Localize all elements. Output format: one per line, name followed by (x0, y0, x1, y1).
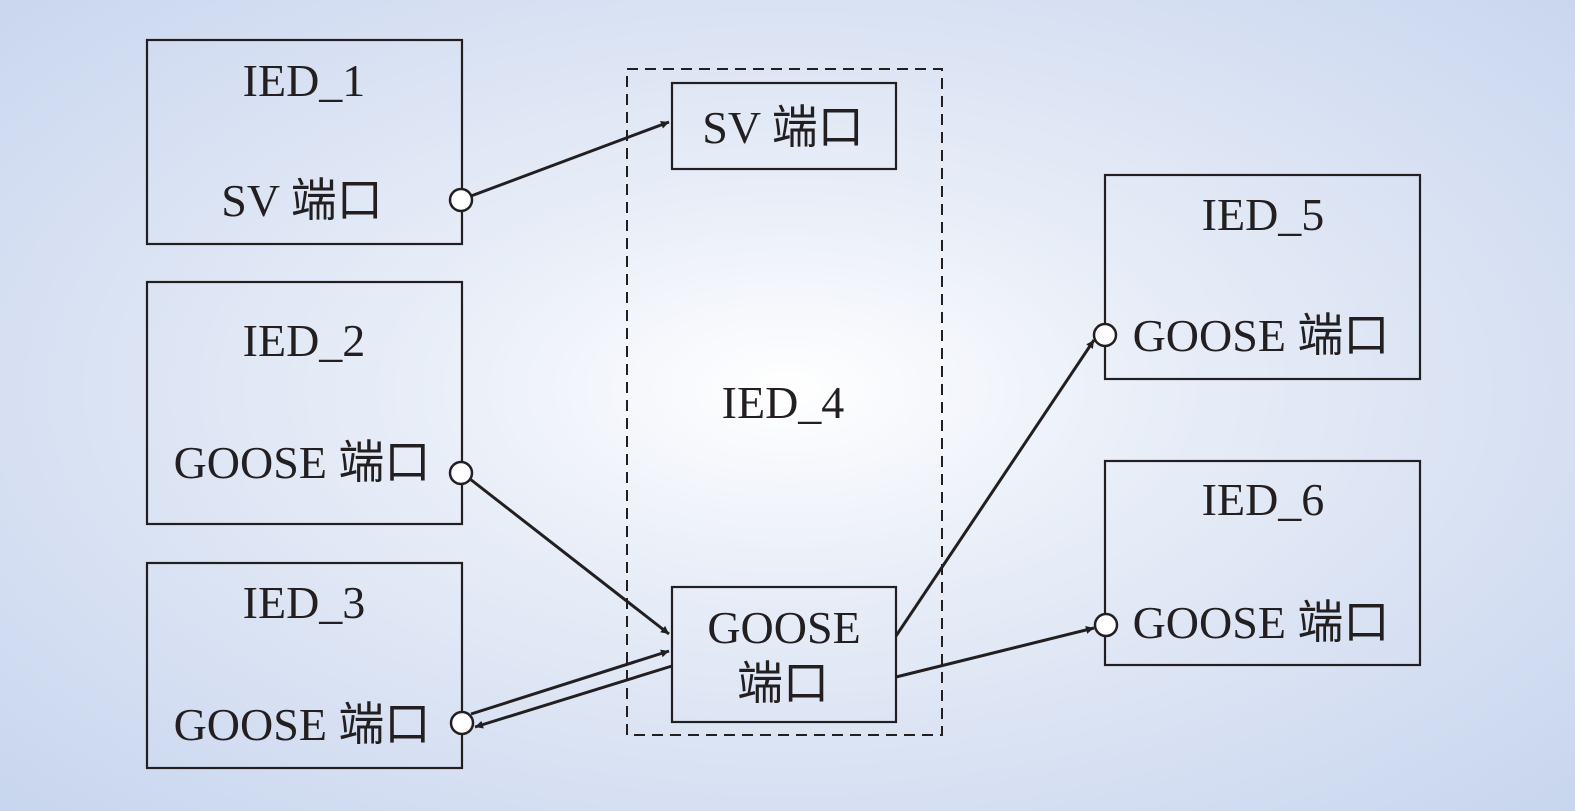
ied-4-goose-port-box (670, 585, 898, 724)
ied-5-label: IED_5 (1202, 189, 1325, 240)
link-ied4-goose-to-ied6-goose (895, 626, 1095, 679)
ied-4-goose-port-label-line2: 端口 (737, 658, 829, 709)
ied-2-label: IED_2 (243, 315, 366, 366)
ied-4-sv-port-box (670, 81, 898, 171)
ied-1-port-label: SV 端口 (221, 175, 382, 226)
ied-2-box (145, 280, 464, 526)
ied-2-port-label: GOOSE 端口 (174, 437, 431, 488)
ied-6-goose-port-icon (1093, 612, 1119, 638)
ied-6-label: IED_6 (1202, 474, 1325, 525)
ied-4-node: SV 端口 IED_4 GOOSE 端口 (626, 68, 943, 736)
ied-3-node: IED_3 GOOSE 端口 (145, 561, 464, 770)
ied-5-node: IED_5 GOOSE 端口 (1103, 173, 1422, 381)
ied-3-port-label: GOOSE 端口 (174, 699, 431, 750)
ied-5-goose-port-icon (1092, 322, 1118, 348)
port-markers (448, 187, 1119, 736)
ied-1-sv-port-icon (448, 187, 474, 213)
ied-6-box (1103, 459, 1422, 667)
link-ied2-goose-to-ied4-goose (469, 477, 670, 636)
ied-2-node: IED_2 GOOSE 端口 (145, 280, 464, 526)
ied-3-box (145, 561, 464, 770)
ied-4-label: IED_4 (722, 377, 845, 428)
link-ied4-goose-to-ied3-goose (474, 664, 673, 729)
ied-1-label: IED_1 (243, 55, 366, 106)
link-ied4-goose-to-ied5-goose (894, 339, 1096, 637)
ied-4-goose-port-label-line1: GOOSE (707, 602, 860, 653)
ied-1-box (145, 38, 464, 246)
connections (469, 120, 1096, 729)
ied-2-goose-port-icon (448, 460, 474, 486)
link-ied3-goose-to-ied4-goose (470, 649, 670, 716)
link-ied1-sv-to-ied4-sv (470, 120, 670, 198)
ied-5-port-label: GOOSE 端口 (1133, 310, 1390, 361)
ied-3-label: IED_3 (243, 577, 366, 628)
ied-4-dashed-boundary (626, 68, 943, 736)
ied-5-box (1103, 173, 1422, 381)
ied-6-port-label: GOOSE 端口 (1133, 597, 1390, 648)
ied-6-node: IED_6 GOOSE 端口 (1103, 459, 1422, 667)
ied-4-sv-port-label: SV 端口 (702, 102, 863, 153)
ied-1-node: IED_1 SV 端口 (145, 38, 464, 246)
ied-3-goose-port-icon (449, 710, 475, 736)
